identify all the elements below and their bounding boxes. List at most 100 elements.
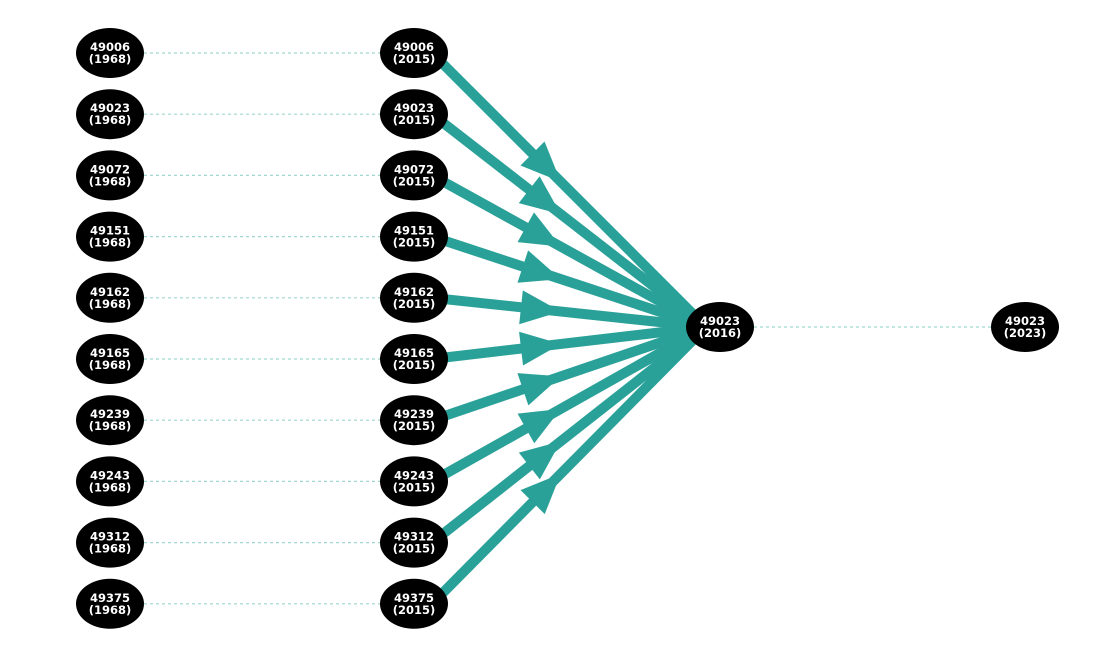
node-id-label: 49375 [394, 591, 434, 605]
node-id-label: 49162 [90, 285, 130, 299]
flow-arrow-head [520, 141, 561, 182]
node-year-label: (1968) [89, 603, 132, 617]
node-year-label: (2015) [393, 113, 436, 127]
node-id-label: 49312 [394, 530, 434, 544]
node-49162-2015[interactable]: 49162(2015) [380, 272, 448, 323]
flow-arrow-shaft [428, 49, 710, 331]
node-id-label: 49165 [394, 346, 434, 360]
flow-arrow-shaft [430, 231, 708, 332]
node-year-label: (1968) [89, 358, 132, 372]
node-49243-2015[interactable]: 49243(2015) [380, 456, 448, 507]
dotted-links [144, 52, 991, 605]
node-year-label: (2016) [699, 326, 742, 340]
node-shape [76, 272, 144, 323]
node-49165-2015[interactable]: 49165(2015) [380, 334, 448, 384]
node-year-label: (1968) [89, 174, 132, 188]
node-49023-2015[interactable]: 49023(2015) [380, 89, 448, 140]
flow-arrow-head [520, 473, 561, 515]
node-49375-2015[interactable]: 49375(2015) [380, 578, 448, 629]
node-shape [380, 395, 448, 446]
node-49006-2015[interactable]: 49006(2015) [380, 28, 448, 78]
node-id-label: 49151 [90, 224, 130, 238]
node-49023-2023[interactable]: 49023(2023) [991, 302, 1059, 352]
node-year-label: (2015) [393, 542, 436, 556]
node-id-label: 49023 [90, 101, 130, 115]
node-49312-2015[interactable]: 49312(2015) [380, 517, 448, 568]
flow-arrow-head [517, 408, 561, 444]
node-id-label: 49023 [1005, 314, 1045, 328]
node-year-label: (2015) [393, 419, 436, 433]
node-year-label: (1968) [89, 113, 132, 127]
node-id-label: 49243 [394, 468, 434, 482]
flow-arrow-head [517, 373, 561, 406]
flow-arrow-shaft [431, 322, 707, 364]
flow-arrow-head [519, 331, 561, 366]
node-id-label: 49072 [90, 162, 130, 176]
node-shape [76, 334, 144, 384]
node-id-label: 49072 [394, 162, 434, 176]
node-id-label: 49165 [90, 346, 130, 360]
node-shape [76, 150, 144, 201]
node-year-label: (2015) [393, 236, 436, 250]
flow-arrow-head [517, 212, 561, 247]
node-shape [76, 578, 144, 629]
node-id-label: 49243 [90, 468, 130, 482]
node-49023-2016[interactable]: 49023(2016) [686, 302, 754, 352]
node-id-label: 49006 [90, 40, 130, 54]
node-id-label: 49023 [700, 314, 740, 328]
node-49165-1968[interactable]: 49165(1968) [76, 334, 144, 384]
node-year-label: (2015) [393, 174, 436, 188]
node-id-label: 49239 [90, 407, 130, 421]
node-year-label: (2015) [393, 52, 436, 66]
flow-arrows [428, 49, 710, 608]
flow-arrow-shaft [431, 292, 707, 332]
node-year-label: (2015) [393, 297, 436, 311]
node-shape [76, 28, 144, 78]
node-shape [76, 517, 144, 568]
node-shape [380, 517, 448, 568]
node-year-label: (1968) [89, 236, 132, 250]
node-49006-1968[interactable]: 49006(1968) [76, 28, 144, 78]
node-shape [76, 89, 144, 140]
node-49072-2015[interactable]: 49072(2015) [380, 150, 448, 201]
node-shape [380, 334, 448, 384]
node-shape [991, 302, 1059, 352]
flow-arrow-shaft [428, 110, 710, 331]
node-year-label: (1968) [89, 480, 132, 494]
node-49151-1968[interactable]: 49151(1968) [76, 211, 144, 262]
nodes: 49006(1968)49023(1968)49072(1968)49151(1… [76, 28, 1059, 629]
node-shape [76, 395, 144, 446]
node-49023-1968[interactable]: 49023(1968) [76, 89, 144, 140]
node-49239-1968[interactable]: 49239(1968) [76, 395, 144, 446]
node-id-label: 49006 [394, 40, 434, 54]
node-year-label: (1968) [89, 52, 132, 66]
node-shape [76, 211, 144, 262]
node-id-label: 49151 [394, 224, 434, 238]
node-year-label: (1968) [89, 542, 132, 556]
node-49239-2015[interactable]: 49239(2015) [380, 395, 448, 446]
node-49375-1968[interactable]: 49375(1968) [76, 578, 144, 629]
node-49312-1968[interactable]: 49312(1968) [76, 517, 144, 568]
node-49243-1968[interactable]: 49243(1968) [76, 456, 144, 507]
node-shape [380, 578, 448, 629]
node-year-label: (2015) [393, 480, 436, 494]
node-id-label: 49239 [394, 407, 434, 421]
node-year-label: (2023) [1004, 326, 1047, 340]
node-year-label: (1968) [89, 297, 132, 311]
node-year-label: (2015) [393, 603, 436, 617]
flow-arrow-shaft [430, 322, 708, 425]
node-id-label: 49312 [90, 530, 130, 544]
flow-arrow-head [518, 441, 561, 480]
node-shape [380, 272, 448, 323]
node-shape [686, 302, 754, 352]
node-id-label: 49162 [394, 285, 434, 299]
node-49072-1968[interactable]: 49072(1968) [76, 150, 144, 201]
node-49151-2015[interactable]: 49151(2015) [380, 211, 448, 262]
flow-arrow-head [517, 250, 561, 283]
node-49162-1968[interactable]: 49162(1968) [76, 272, 144, 323]
node-shape [380, 150, 448, 201]
flow-arrow-shaft [428, 323, 710, 547]
flow-arrow-head [519, 290, 561, 325]
node-year-label: (2015) [393, 358, 436, 372]
